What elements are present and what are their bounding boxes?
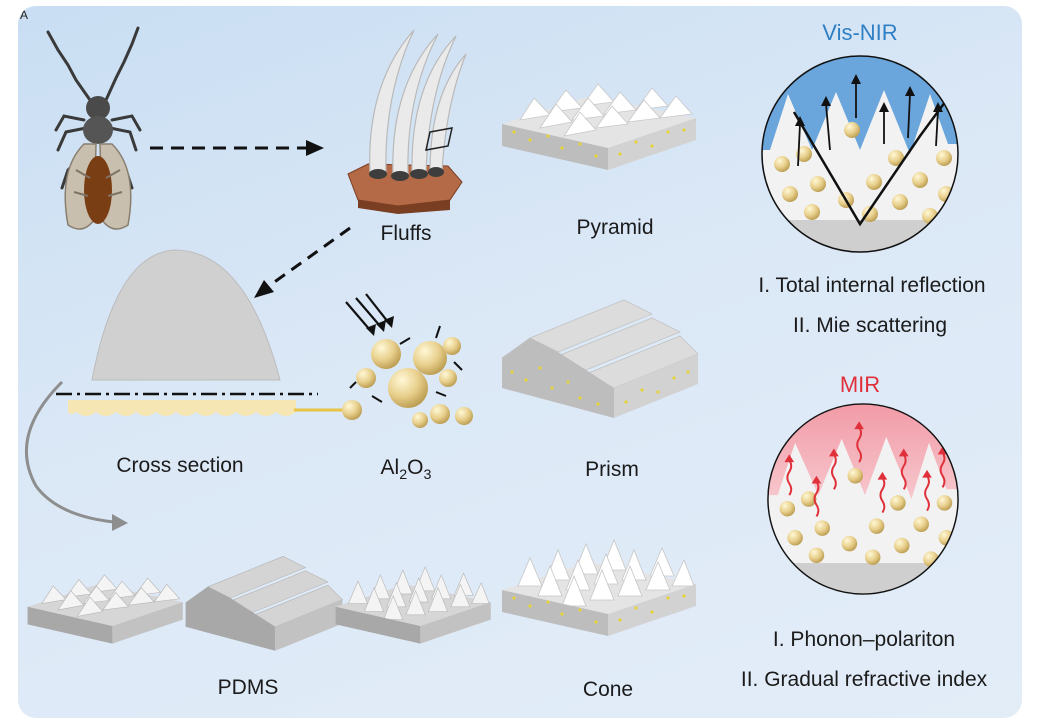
vis-nir-title: Vis-NIR	[822, 20, 898, 45]
al2o3-sub1: 2	[399, 467, 408, 484]
al2o3-label: Al2O3	[381, 456, 432, 483]
fluff-hair-icon	[347, 29, 467, 214]
mir-mechanism-2: II. Gradual refractive index	[740, 668, 988, 691]
curved-arrow-down	[24, 380, 128, 531]
prism-structure-icon	[501, 299, 699, 418]
vis-nir-mechanism-2: II. Mie scattering	[792, 314, 948, 337]
vis-nir-mechanism-1: I. Total internal reflection	[758, 274, 986, 297]
pdms-label: PDMS	[217, 676, 279, 699]
pyramid-label: Pyramid	[576, 216, 654, 239]
cross-section-icon	[56, 249, 318, 416]
al2o3-base1: Al	[380, 456, 400, 479]
mir-circle-diagram	[767, 403, 959, 595]
cone-structure-icon	[502, 538, 696, 636]
dashed-arrow-right	[150, 140, 324, 156]
cross-section-label: Cross section	[116, 454, 244, 477]
fluffs-label: Fluffs	[380, 222, 432, 245]
mir-mechanism-1: I. Phonon–polariton	[772, 628, 956, 651]
al2o3-base2: O	[407, 456, 424, 479]
panel-letter: A	[20, 8, 29, 22]
pdms-prism-tile	[185, 556, 343, 651]
mir-title: MIR	[839, 372, 881, 397]
prism-label: Prism	[585, 458, 639, 481]
pdms-cone-tile	[335, 565, 491, 644]
vis-nir-circle-diagram	[761, 55, 959, 253]
al2o3-particles-icon	[342, 293, 473, 428]
dashed-arrow-diagonal	[254, 226, 351, 298]
pdms-pyramid-tile	[27, 574, 183, 644]
cone-label: Cone	[582, 678, 634, 701]
figure-panel: A	[18, 6, 1022, 718]
al2o3-sub2: 3	[423, 467, 432, 484]
longhorn-beetle-icon	[46, 26, 142, 230]
pyramid-structure-icon	[502, 83, 696, 170]
